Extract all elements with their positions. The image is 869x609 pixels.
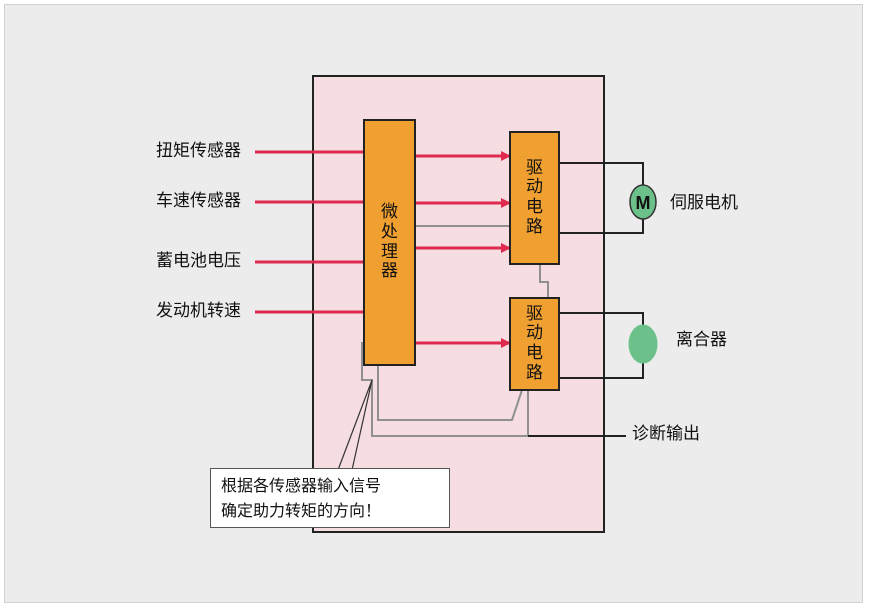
callout-note: 根据各传感器输入信号 确定助力转矩的方向！ [210, 468, 450, 528]
driver-circuit-2-char: 动 [526, 323, 543, 344]
driver-circuit-2-char: 路 [526, 362, 543, 383]
driver-circuit-2-char: 电 [526, 343, 543, 363]
ecu-box [312, 75, 605, 533]
label-engine-speed: 发动机转速 [156, 301, 241, 321]
microprocessor-char: 器 [381, 261, 398, 282]
motor-wire-bottom [559, 218, 644, 234]
driver-circuit-1-char: 路 [526, 216, 543, 237]
note-pointer [337, 379, 373, 471]
clutch-wire-bottom [559, 362, 644, 379]
label-speed-sensor: 车速传感器 [156, 191, 241, 211]
microprocessor-char: 理 [381, 241, 398, 262]
microprocessor-label: 微 处 理 器 [364, 120, 415, 365]
servo-motor-symbol [629, 184, 657, 220]
driver-circuit-1-char: 动 [526, 177, 543, 198]
driver-circuit-2-char: 驱 [526, 303, 543, 324]
label-diagnostic-output: 诊断输出 [632, 424, 700, 444]
driver-circuit-2-block [509, 297, 560, 391]
label-torque-sensor: 扭矩传感器 [156, 141, 241, 161]
gray-wire-2 [539, 264, 549, 298]
motor-wire-top [559, 162, 644, 186]
label-servo-motor: 伺服电机 [670, 193, 738, 213]
microprocessor-char: 微 [381, 202, 398, 223]
clutch-symbol [628, 324, 658, 364]
label-clutch: 离合器 [676, 330, 727, 350]
driver-circuit-1-char: 驱 [526, 157, 543, 178]
gray-wire-4 [361, 342, 529, 437]
note-line-1: 根据各传感器输入信号 [221, 476, 382, 495]
driver-circuit-1-block [509, 131, 560, 265]
note-line-2: 确定助力转矩的方向！ [221, 501, 382, 520]
label-battery-voltage: 蓄电池电压 [156, 251, 241, 271]
microprocessor-char: 处 [381, 221, 398, 242]
driver-circuit-2-label: 驱 动 电 路 [510, 298, 559, 390]
driver-circuit-1-char: 电 [526, 197, 543, 217]
motor-letter: M [636, 193, 651, 213]
microprocessor-block [363, 119, 416, 366]
driver-circuit-1-label: 驱 动 电 路 [510, 132, 559, 264]
clutch-wire-top [559, 312, 644, 326]
